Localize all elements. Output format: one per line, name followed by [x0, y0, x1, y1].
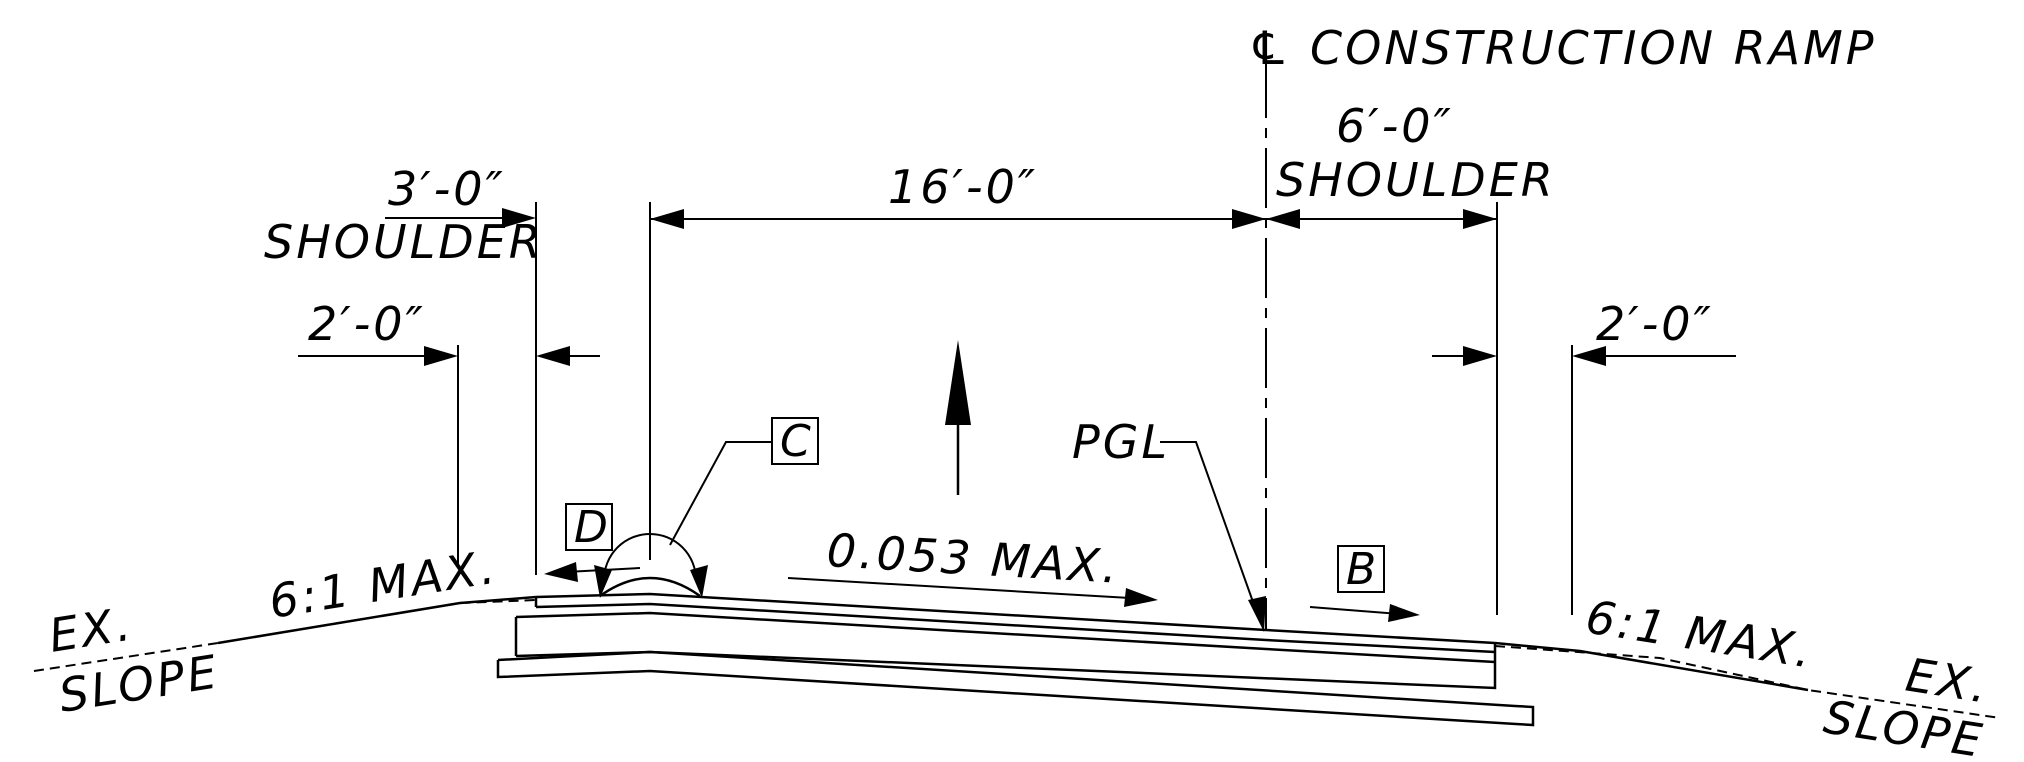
tag-b-arrow-line — [1309, 606, 1401, 615]
arrowhead — [424, 346, 458, 366]
tag-c-arc — [603, 533, 697, 581]
tag-c-label: C — [780, 416, 814, 467]
right-shoulder-width: 6′-0″ — [1336, 99, 1454, 153]
arrowhead — [1124, 588, 1158, 607]
right-shoulder-label: SHOULDER — [1276, 153, 1556, 207]
arrowhead — [1463, 346, 1497, 366]
left-offset-value: 2′-0″ — [308, 297, 426, 351]
arrowhead — [1266, 209, 1300, 229]
centerline-label: CONSTRUCTION RAMP — [1310, 21, 1877, 75]
left-dimensions: 3′-0″ SHOULDER 2′-0″ — [264, 162, 651, 575]
tag-b-label: B — [1346, 544, 1379, 595]
pavement-surface — [535, 592, 1496, 645]
pgl-callout: PGL — [1072, 415, 1266, 632]
left-shoulder-width: 3′-0″ — [388, 162, 506, 216]
arrowhead — [690, 565, 708, 598]
right-dimensions: 6′-0″ SHOULDER 2′-0″ — [1266, 99, 1736, 615]
side-slopes — [33, 595, 2001, 719]
tag-b: B — [1309, 544, 1420, 622]
base-course-top — [515, 611, 1496, 664]
base-course-bottom — [515, 650, 1497, 690]
pgl-leader — [1160, 441, 1259, 617]
up-arrow-head — [945, 340, 971, 425]
centerline-symbol: ℄ — [1248, 21, 1292, 75]
surface-course-bottom — [535, 602, 1496, 654]
left-shoulder-label: SHOULDER — [264, 215, 544, 269]
cross-slope-arrow-line — [787, 577, 1131, 599]
left-side-slope — [217, 595, 537, 645]
tag-d-box — [565, 503, 613, 551]
tag-c: C — [594, 416, 819, 598]
arrowhead — [1388, 604, 1420, 622]
right-existing-ground — [1494, 645, 2001, 719]
subbase-course — [496, 650, 1535, 727]
lane-dimension: 16′-0″ — [650, 160, 1266, 229]
arrowhead — [1248, 596, 1266, 632]
curb-outline — [599, 576, 701, 598]
tag-d-arrow-line — [565, 567, 641, 573]
right-existing-label-line1: EX. — [1902, 648, 1994, 715]
arrowhead — [650, 209, 684, 229]
right-side-slope-label: 6:1 MAX. — [1582, 590, 1818, 679]
cross-slope: 0.053 MAX. — [787, 523, 1158, 607]
tag-d-label: D — [574, 502, 611, 553]
left-existing-label-line1: EX. — [45, 596, 137, 663]
direction-arrow — [945, 340, 971, 495]
pgl-label: PGL — [1072, 415, 1170, 469]
pavement-section — [496, 576, 1535, 727]
arrowhead — [502, 208, 536, 228]
arrowhead — [544, 562, 578, 582]
arrowhead — [1572, 346, 1606, 366]
tag-d: D — [544, 502, 641, 582]
arrowhead — [1232, 209, 1266, 229]
right-offset-value: 2′-0″ — [1596, 297, 1714, 351]
arrowhead — [536, 346, 570, 366]
left-existing-ground — [33, 599, 537, 672]
lane-width: 16′-0″ — [888, 160, 1038, 214]
centerline: ℄ CONSTRUCTION RAMP — [1248, 21, 1877, 630]
tag-b-box — [1337, 545, 1385, 593]
arrowhead — [594, 565, 612, 598]
right-side-slope — [1494, 641, 1809, 692]
arrowhead — [1463, 209, 1497, 229]
tag-c-leader — [669, 441, 772, 546]
